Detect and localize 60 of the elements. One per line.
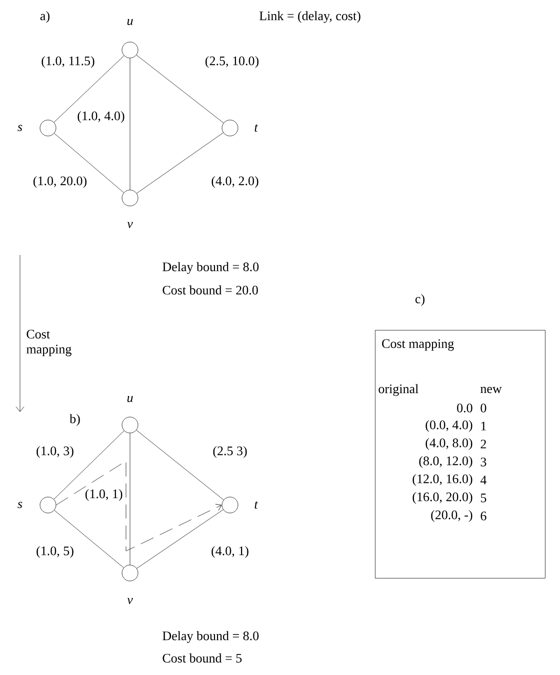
edge-label: (4.0, 2.0) [210, 175, 260, 189]
table-cell: original [378, 384, 418, 396]
table-cell: 0.0 [457, 404, 472, 412]
link-line [54, 430, 124, 500]
arrow-label: Cost mapping [26, 330, 72, 356]
path-arrow [56, 460, 222, 552]
link-line [54, 55, 124, 123]
panel-letter: c) [415, 294, 424, 306]
link-line [54, 133, 124, 193]
note-text: Cost bound = 20.0 [162, 285, 258, 295]
node-letter: u [127, 18, 133, 26]
table-cell: (20.0, -) [431, 510, 472, 522]
node-letter: u [127, 396, 133, 402]
node-letter: v [127, 598, 133, 604]
circle-node [222, 496, 238, 514]
circle-node [122, 416, 138, 434]
edge-label: (1.0, 5) [35, 545, 75, 559]
edge-label: (1.0, 20.0) [32, 175, 88, 189]
link-line [136, 509, 224, 569]
note-text: Link = (delay, cost) [259, 11, 360, 23]
edge-label: (4.0, 1) [210, 545, 250, 559]
edge-label: (2.5, 10.0) [204, 55, 260, 69]
note-text: Delay bound = 8.0 [162, 262, 259, 274]
table-cell: 0 [480, 404, 486, 412]
circle-node [122, 42, 138, 58]
circle-node [222, 120, 238, 136]
panel-letter: b) [70, 414, 80, 426]
node-letter: t [254, 124, 258, 132]
edge-label: (1.0, 4.0) [76, 110, 126, 124]
table-cell: 5 [480, 494, 486, 502]
panel-letter: a) [40, 11, 50, 23]
circle-node [40, 120, 56, 136]
edge-label: (1.0, 3) [35, 445, 75, 459]
table-cell: (4.0, 8.0) [426, 438, 472, 450]
note-text: Cost bound = 5 [162, 653, 242, 663]
table-cell: (16.0, 20.0) [412, 492, 472, 504]
link-line [136, 430, 224, 500]
circle-node [122, 190, 138, 206]
node-letter: s [18, 124, 22, 132]
node-letter: s [18, 502, 22, 508]
table-cell: (12.0, 16.0) [412, 474, 472, 486]
link-line [136, 54, 224, 124]
edge-label: (2.5 3) [212, 445, 248, 459]
link-line [136, 132, 224, 194]
table-cell: 2 [480, 440, 486, 448]
table-cell: 4 [480, 476, 486, 484]
node-letter: v [127, 222, 133, 228]
edge-label: (1.0, 11.5) [40, 55, 96, 69]
table-cell: (8.0, 12.0) [419, 456, 472, 468]
node-letter: t [254, 501, 258, 509]
link-line [54, 510, 124, 568]
edge-label: (1.0, 1) [84, 488, 124, 502]
table-cell: (0.0, 4.0) [426, 420, 472, 432]
circle-node [40, 496, 56, 514]
note-text: Delay bound = 8.0 [162, 631, 259, 643]
table-cell: 1 [481, 422, 486, 430]
table-cell: 3 [480, 458, 486, 466]
circle-node [122, 564, 138, 582]
table-cell: new [480, 386, 502, 394]
table-cell: 6 [480, 512, 486, 520]
